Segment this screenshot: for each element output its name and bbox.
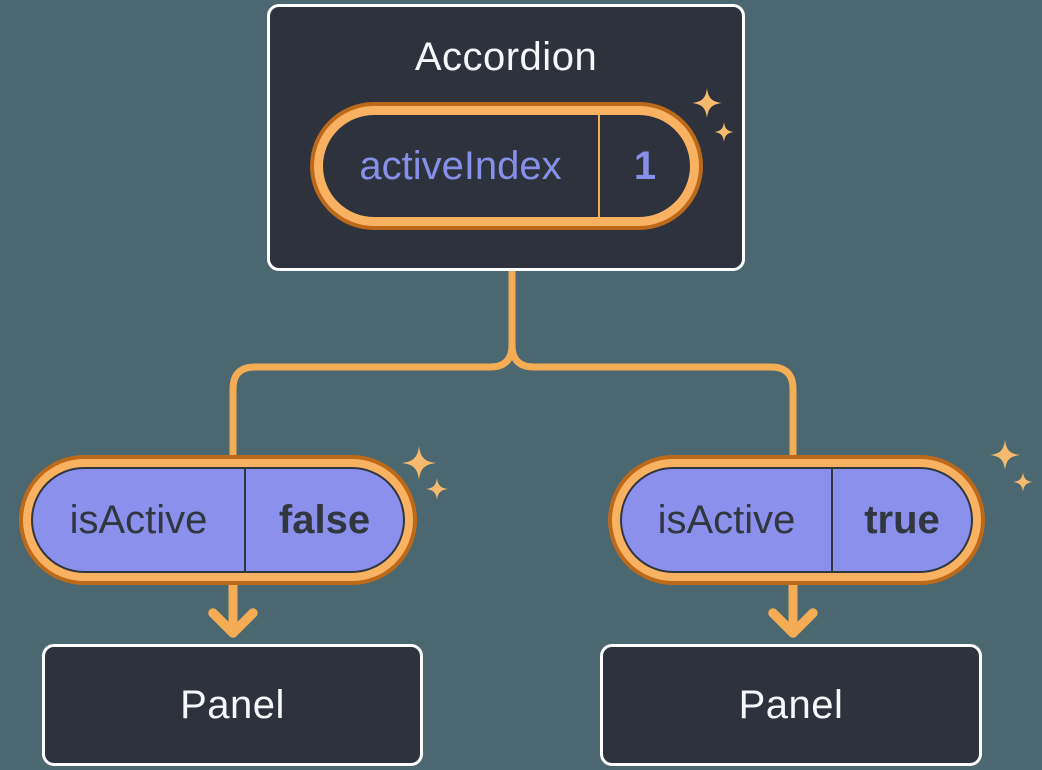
prop-name: isActive <box>69 497 208 542</box>
sparkle-icon <box>990 440 1020 470</box>
panel-node-right: Panel <box>600 644 982 766</box>
prop-pill-isactive-right: isActive true <box>608 455 985 585</box>
pill-ring-inner: activeIndex 1 <box>314 106 699 226</box>
connector-branch-right <box>508 268 797 458</box>
prop-name: isActive <box>657 497 796 542</box>
state-name: activeIndex <box>359 143 562 188</box>
pill-divider <box>831 469 833 571</box>
pill-ring-inner: isActive false <box>23 459 413 581</box>
state-value: 1 <box>633 143 657 188</box>
pill-body: isActive false <box>31 467 405 573</box>
sparkle-icon <box>426 478 448 500</box>
pill-body: isActive true <box>620 467 973 573</box>
pill-ring-outer: activeIndex 1 <box>310 102 703 230</box>
pill-ring-inner: isActive true <box>612 459 981 581</box>
accordion-title: Accordion <box>414 34 598 79</box>
state-pill-activeindex: activeIndex 1 <box>310 102 703 230</box>
arrow-down-icon <box>208 583 258 638</box>
pill-divider <box>244 469 246 571</box>
arrow-down-icon <box>768 583 818 638</box>
pill-ring-outer: isActive false <box>19 455 417 585</box>
prop-value: true <box>864 497 940 542</box>
prop-pill-isactive-left: isActive false <box>19 455 417 585</box>
panel-node-left: Panel <box>42 644 423 766</box>
prop-value: false <box>278 497 371 542</box>
panel-label: Panel <box>180 682 285 727</box>
pill-divider <box>598 115 600 217</box>
pill-body: activeIndex 1 <box>323 115 690 217</box>
panel-label: Panel <box>738 682 844 727</box>
pill-ring-outer: isActive true <box>608 455 985 585</box>
connector-branch-left <box>229 268 516 458</box>
sparkle-icon <box>1013 472 1033 492</box>
